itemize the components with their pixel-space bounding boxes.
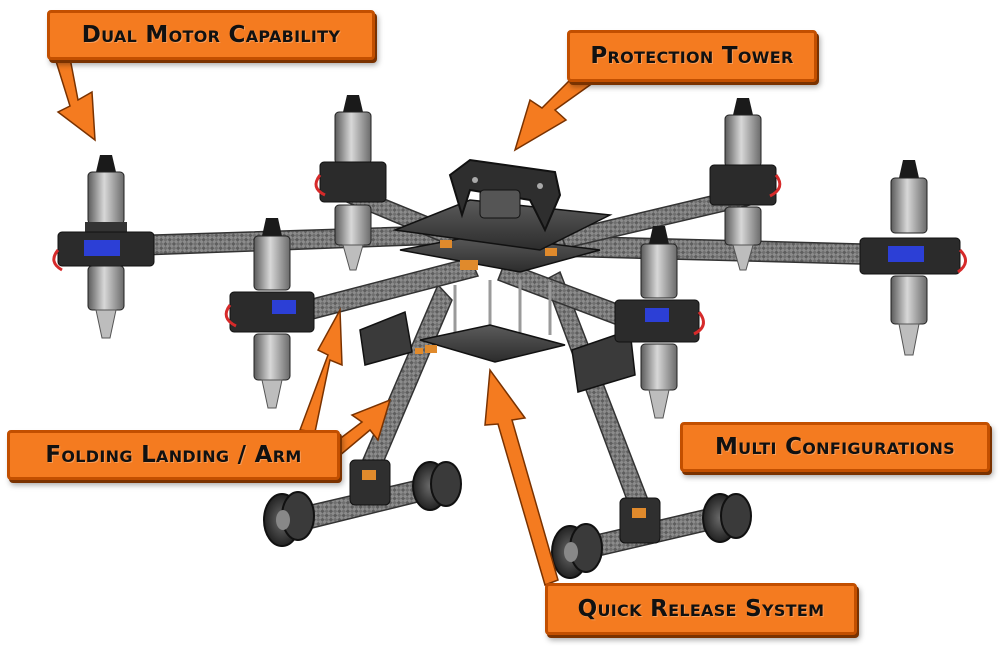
right-skid-wheels — [551, 493, 752, 579]
center-frame — [359, 158, 636, 393]
front-left-leg — [361, 283, 453, 471]
left-skid-wheels — [263, 461, 462, 547]
motor-pods — [52, 95, 967, 419]
motor-pod-front-left — [224, 218, 315, 409]
arrow-quick-release — [484, 367, 559, 586]
callout-multi-configurations-label: Multi Configurations — [714, 434, 956, 460]
callout-quick-release-label: Quick Release System — [577, 596, 825, 622]
callout-arrows — [53, 57, 592, 586]
callout-dual-motor: Dual Motor Capability — [47, 10, 375, 60]
arrow-dual-motor — [53, 57, 96, 142]
callout-dual-motor-label: Dual Motor Capability — [81, 22, 341, 48]
callout-folding-landing-label: Folding Landing / Arm — [45, 442, 302, 468]
motor-pod-left — [52, 155, 155, 339]
upper-plate — [392, 199, 613, 251]
leg-hinge-brackets — [349, 459, 661, 544]
callout-protection-tower: Protection Tower — [567, 30, 817, 82]
callout-folding-landing: Folding Landing / Arm — [7, 430, 340, 480]
arrow-protection-tower — [513, 74, 592, 152]
callout-protection-tower-label: Protection Tower — [590, 43, 794, 69]
gimbal-plate-left — [359, 310, 413, 366]
arrow-folding-arm — [298, 307, 343, 433]
gimbal-plate-right — [571, 328, 636, 393]
motor-pod-back-right — [709, 98, 782, 271]
callout-quick-release: Quick Release System — [545, 583, 857, 635]
landing-legs — [263, 270, 752, 579]
motor-pod-front-right — [614, 226, 705, 419]
motor-pod-back-left — [314, 95, 387, 271]
callout-multi-configurations: Multi Configurations — [680, 422, 990, 472]
quick-release-plate — [419, 324, 566, 363]
motor-pod-right — [859, 160, 967, 356]
